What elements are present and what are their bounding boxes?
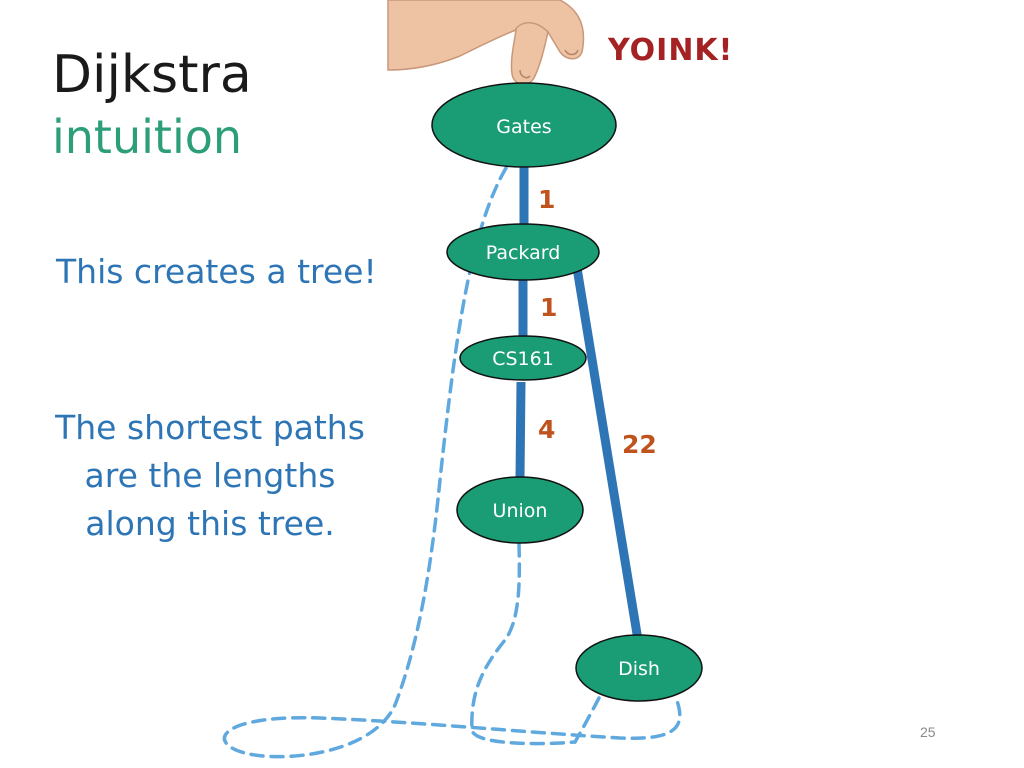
edge-cs161-union (515, 381, 526, 479)
node-cs161 (459, 335, 587, 381)
slide-number: 25 (920, 724, 936, 740)
slide-subtitle: intuition (52, 110, 243, 164)
weight-cs161-union: 4 (538, 415, 555, 444)
node-gates-label: Gates (496, 116, 551, 138)
node-dish-label: Dish (618, 658, 660, 680)
node-cs161-label: CS161 (492, 348, 554, 370)
node-packard-label: Packard (486, 242, 561, 264)
edge-packard-dish (572, 267, 643, 641)
node-union (456, 476, 584, 544)
node-gates (431, 82, 617, 168)
shortest-paths-line-1: The shortest paths (55, 408, 365, 447)
yoink-label: YOINK! (607, 33, 733, 68)
shortest-paths-line-2: are the lengths (84, 456, 336, 495)
hand-pinching-icon (387, 0, 585, 86)
dangling-string-union (470, 542, 577, 746)
dangling-string-dish (573, 696, 601, 744)
weight-packard-dish: 22 (622, 430, 657, 459)
tree-statement: This creates a tree! (56, 252, 377, 291)
shortest-paths-statement: The shortest paths are the lengths along… (40, 404, 380, 548)
weight-gates-packard: 1 (538, 185, 555, 214)
node-packard (446, 223, 600, 281)
node-dish (575, 634, 703, 702)
shortest-paths-line-3: along this tree. (85, 504, 335, 543)
slide-title: Dijkstra (52, 45, 252, 105)
weight-packard-cs161: 1 (540, 293, 557, 322)
node-union-label: Union (493, 500, 548, 522)
dangling-string-outer (222, 166, 682, 759)
